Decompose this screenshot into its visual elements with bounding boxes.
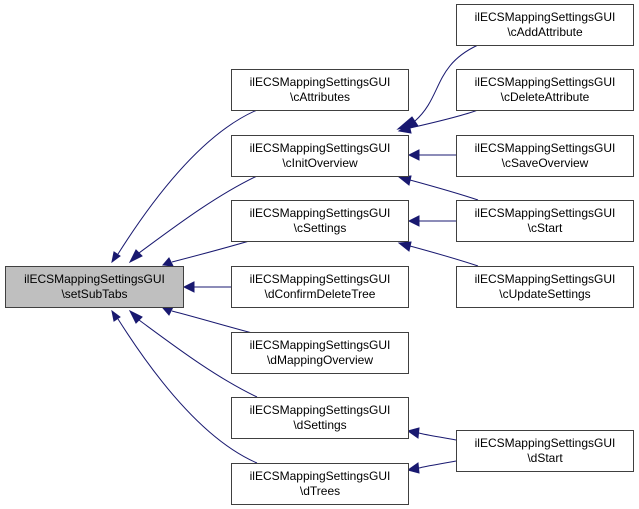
node-box: [231, 200, 409, 242]
node-box: [231, 463, 409, 505]
edge-line: [138, 175, 258, 254]
node-cSettings[interactable]: ilECSMappingSettingsGUI\cSettings: [231, 200, 409, 242]
node-class-name: ilECSMappingSettingsGUI: [475, 206, 616, 220]
node-box: [231, 332, 409, 374]
node-method-name: \dConfirmDeleteTree: [265, 287, 376, 301]
node-setSubTabs: ilECSMappingSettingsGUI\setSubTabs: [5, 266, 184, 308]
node-method-name: \cStart: [528, 221, 563, 235]
arrowhead-icon: [397, 175, 412, 186]
edge-cStart-to-cInitOverview: [397, 175, 479, 201]
arrowhead-icon: [407, 215, 420, 227]
node-box: [5, 266, 184, 308]
edge-dStart-to-dSettings: [406, 427, 457, 441]
arrowhead-icon: [111, 309, 121, 322]
node-cAddAttribute[interactable]: ilECSMappingSettingsGUI\cAddAttribute: [456, 4, 634, 46]
node-cDeleteAttribute[interactable]: ilECSMappingSettingsGUI\cDeleteAttribute: [456, 69, 634, 111]
node-box: [456, 430, 634, 472]
edge-line: [171, 310, 257, 335]
arrowhead-icon: [406, 427, 420, 439]
edge-cAttributes-to-setSubTabs: [111, 109, 258, 264]
node-box: [456, 4, 634, 46]
node-method-name: \cDeleteAttribute: [501, 90, 590, 104]
node-method-name: \cAddAttribute: [507, 25, 583, 39]
node-dMappingOverview[interactable]: ilECSMappingSettingsGUI\dMappingOverview: [231, 332, 409, 374]
edge-dSettings-to-setSubTabs: [128, 309, 258, 398]
edge-line: [418, 432, 457, 441]
edge-line: [117, 109, 258, 255]
node-box: [231, 266, 409, 308]
node-class-name: ilECSMappingSettingsGUI: [250, 469, 391, 483]
node-box: [456, 135, 634, 177]
node-class-name: ilECSMappingSettingsGUI: [475, 75, 616, 89]
arrowhead-icon: [397, 123, 412, 134]
edge-cDeleteAttribute-to-cInitOverview: [397, 109, 479, 134]
arrowhead-icon: [128, 309, 143, 324]
nodes-layer: ilECSMappingSettingsGUI\setSubTabsilECSM…: [5, 4, 634, 505]
node-class-name: ilECSMappingSettingsGUI: [250, 75, 391, 89]
node-cSaveOverview[interactable]: ilECSMappingSettingsGUI\cSaveOverview: [456, 135, 634, 177]
node-method-name: \dStart: [527, 451, 563, 465]
node-class-name: ilECSMappingSettingsGUI: [250, 141, 391, 155]
node-box: [456, 69, 634, 111]
node-dStart[interactable]: ilECSMappingSettingsGUI\dStart: [456, 430, 634, 472]
arrowhead-icon: [406, 462, 420, 474]
edge-line: [117, 318, 258, 464]
edge-dConfirmDeleteTree-to-setSubTabs: [182, 281, 231, 293]
node-cInitOverview[interactable]: ilECSMappingSettingsGUI\cInitOverview: [231, 135, 409, 177]
node-method-name: \dTrees: [300, 484, 340, 498]
node-class-name: ilECSMappingSettingsGUI: [250, 206, 391, 220]
edge-dMappingOverview-to-setSubTabs: [161, 306, 257, 335]
node-class-name: ilECSMappingSettingsGUI: [475, 436, 616, 450]
node-dConfirmDeleteTree[interactable]: ilECSMappingSettingsGUI\dConfirmDeleteTr…: [231, 266, 409, 308]
node-cUpdateSettings[interactable]: ilECSMappingSettingsGUI\cUpdateSettings: [456, 266, 634, 308]
node-class-name: ilECSMappingSettingsGUI: [475, 272, 616, 286]
arrowhead-icon: [161, 306, 174, 316]
node-dSettings[interactable]: ilECSMappingSettingsGUI\dSettings: [231, 397, 409, 439]
edge-line: [138, 319, 258, 398]
edge-cSaveOverview-to-cInitOverview: [407, 149, 456, 161]
edge-line: [409, 179, 479, 201]
edge-dStart-to-dTrees: [406, 460, 457, 474]
arrowhead-icon: [111, 251, 121, 264]
node-box: [456, 200, 634, 242]
node-class-name: ilECSMappingSettingsGUI: [24, 272, 165, 286]
node-method-name: \cUpdateSettings: [499, 287, 590, 301]
edge-line: [409, 245, 479, 267]
edge-line: [414, 44, 479, 122]
arrowhead-icon: [397, 241, 412, 252]
node-method-name: \cInitOverview: [282, 156, 358, 170]
node-method-name: \dMappingOverview: [267, 353, 373, 367]
edge-cUpdateSettings-to-cSettings: [397, 241, 479, 267]
arrowhead-icon: [161, 257, 174, 267]
node-box: [231, 69, 409, 111]
arrowhead-icon: [407, 149, 420, 161]
edge-line: [418, 460, 457, 469]
edge-dTrees-to-setSubTabs: [111, 309, 258, 464]
node-method-name: \setSubTabs: [61, 287, 127, 301]
node-box: [456, 266, 634, 308]
node-method-name: \dSettings: [293, 418, 346, 432]
node-dTrees[interactable]: ilECSMappingSettingsGUI\dTrees: [231, 463, 409, 505]
edges-layer: [111, 44, 479, 474]
node-class-name: ilECSMappingSettingsGUI: [475, 141, 616, 155]
edge-line: [409, 109, 479, 129]
arrowhead-icon: [182, 281, 195, 293]
node-method-name: \cSaveOverview: [502, 156, 589, 170]
edge-cStart-to-cSettings: [407, 215, 456, 227]
node-class-name: ilECSMappingSettingsGUI: [250, 403, 391, 417]
node-class-name: ilECSMappingSettingsGUI: [475, 10, 616, 24]
node-method-name: \cAttributes: [290, 90, 350, 104]
node-cAttributes[interactable]: ilECSMappingSettingsGUI\cAttributes: [231, 69, 409, 111]
edge-line: [171, 238, 257, 263]
node-class-name: ilECSMappingSettingsGUI: [250, 272, 391, 286]
arrowhead-icon: [128, 249, 143, 264]
node-method-name: \cSettings: [294, 221, 347, 235]
node-cStart[interactable]: ilECSMappingSettingsGUI\cStart: [456, 200, 634, 242]
edge-cSettings-to-setSubTabs: [161, 238, 257, 267]
node-box: [231, 397, 409, 439]
edge-cInitOverview-to-setSubTabs: [128, 175, 258, 264]
node-box: [231, 135, 409, 177]
node-class-name: ilECSMappingSettingsGUI: [250, 338, 391, 352]
